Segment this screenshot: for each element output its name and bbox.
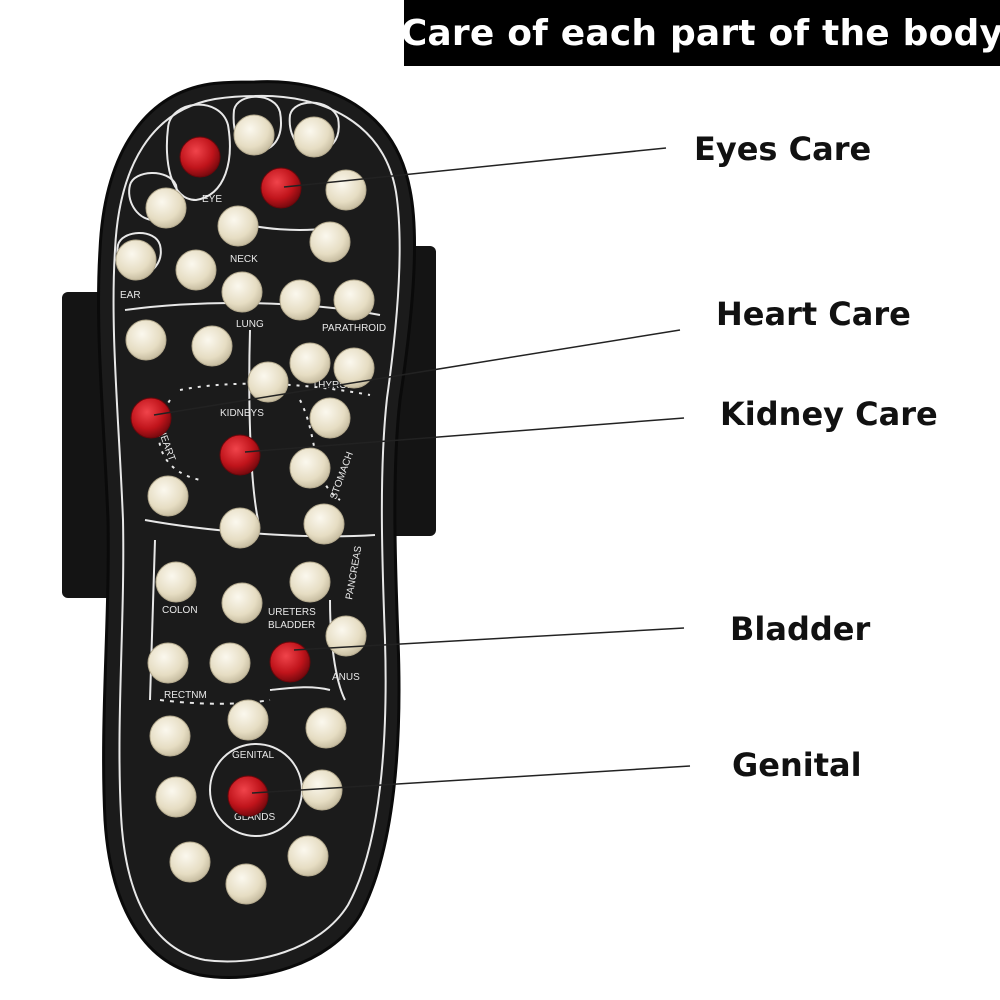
bladder-leader-line: [293, 627, 685, 651]
zone-label-ear: EAR: [120, 290, 141, 301]
zone-label-kidneys: KIDNEYS: [220, 408, 264, 419]
zone-label-glands: GLANDS: [234, 812, 275, 823]
red-acupressure-nubs: [130, 136, 311, 817]
sole-outline-line: [112, 94, 401, 963]
kidney-care-leader-line: [244, 417, 685, 453]
page-title: Care of each part of the body: [401, 0, 1000, 66]
zone-label-ureters: URETERS: [268, 607, 316, 618]
zone-label-bladder: BLADDER: [268, 620, 315, 631]
massage-nubs: [115, 114, 375, 905]
callout-leader-lines: [153, 147, 691, 794]
zone-label-eye: EYE: [202, 194, 222, 205]
zone-label-neck: NECK: [230, 254, 258, 265]
bladder-label: Bladder: [730, 610, 871, 648]
kidney-care-label: Kidney Care: [720, 395, 938, 433]
zone-label-lung: LUNG: [236, 319, 264, 330]
zone-label-rectnm: RECTNM: [164, 690, 207, 701]
heart-care-leader-line: [153, 329, 681, 416]
eyes-care-label: Eyes Care: [694, 130, 872, 168]
zone-label-colon: COLON: [162, 605, 198, 616]
zone-label-genital: GENITAL: [232, 750, 274, 761]
eyes-care-leader-line: [283, 147, 667, 188]
heart-care-label: Heart Care: [716, 295, 911, 333]
zone-label-parathroid: PARATHROID: [322, 323, 386, 334]
zone-label-anus: ANUS: [332, 672, 360, 683]
genital-leader-line: [251, 765, 691, 794]
genital-label: Genital: [732, 746, 862, 784]
